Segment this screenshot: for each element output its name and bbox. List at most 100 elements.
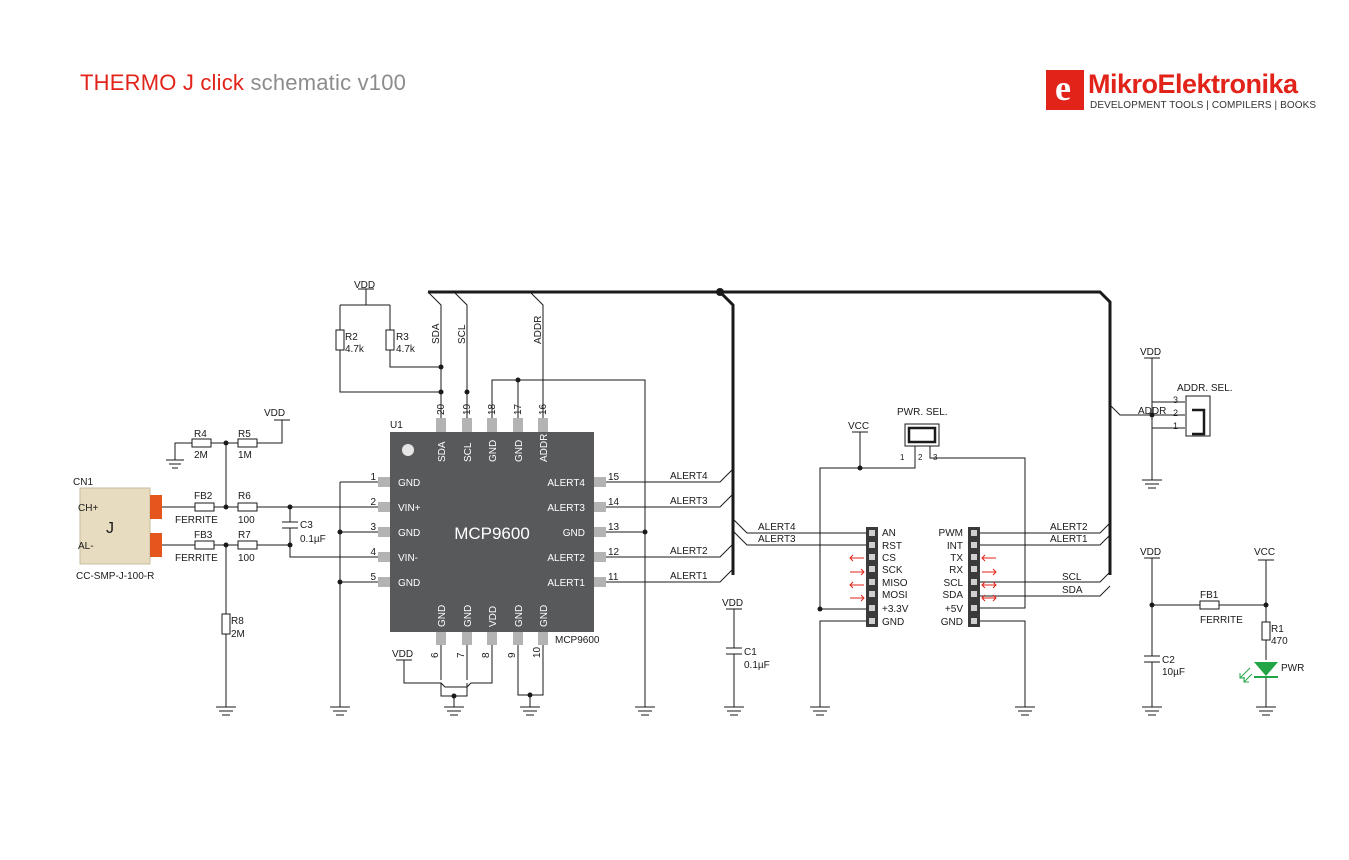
pwr-sel-label: PWR. SEL. xyxy=(897,407,948,418)
c3-label: C3 xyxy=(300,520,313,531)
pwr-led-wires xyxy=(1152,560,1267,707)
alert3-header-wire xyxy=(732,530,860,546)
ch-plus-label: CH+ xyxy=(78,503,98,514)
alert2-header-label: ALERT2 xyxy=(1050,522,1088,533)
header-left-pin-label: RST xyxy=(882,541,902,552)
chip-pin-name: GND xyxy=(488,440,499,462)
chip-pin-number: 4 xyxy=(370,547,376,558)
pwr-led-icon xyxy=(1254,662,1278,676)
addr-sel-wire xyxy=(1109,404,1185,416)
header-right-pin-label: TX xyxy=(950,553,963,564)
vdd-bottom-wires xyxy=(403,645,493,707)
chip-pin-name: GND xyxy=(514,605,525,627)
fb3-ferrite xyxy=(194,540,215,550)
sda-header-label: SDA xyxy=(1062,585,1083,596)
ground-icon xyxy=(216,706,236,716)
cn1-part: CC-SMP-J-100-R xyxy=(76,571,154,582)
chip-pin-number: 8 xyxy=(481,652,492,658)
chip-pin-name: ALERT1 xyxy=(547,578,585,589)
company-logo: e MikroElektronika DEVELOPMENT TOOLS | C… xyxy=(1046,68,1316,114)
ground-icon xyxy=(1256,706,1276,716)
r6-resistor xyxy=(237,502,258,512)
sda-bus-label: SDA xyxy=(431,323,442,344)
chip-pin-number: 12 xyxy=(608,547,620,558)
addr-sel-pin3: 3 xyxy=(1173,395,1178,405)
cn1-label: CN1 xyxy=(73,477,93,488)
bus-line-top xyxy=(428,290,1112,575)
r6-value: 100 xyxy=(238,515,255,526)
chip-pin-name: VIN+ xyxy=(398,503,421,514)
arrow-left-icon xyxy=(849,554,864,562)
chip-pin-number: 9 xyxy=(507,652,518,658)
chip-pin-number: 14 xyxy=(608,497,620,508)
logo-badge-letter: e xyxy=(1055,68,1071,108)
top-gnd-wire xyxy=(491,379,646,707)
pin1-marker-icon xyxy=(402,444,414,456)
addr-sel-link xyxy=(1192,408,1206,436)
addr-wire xyxy=(529,291,544,405)
thermocouple-type: J xyxy=(106,520,114,537)
scl-header-label: SCL xyxy=(1062,572,1082,583)
alert4-wire xyxy=(606,468,734,483)
r3-value: 4.7k xyxy=(396,344,416,355)
page-title: THERMO J click schematic v100 xyxy=(80,70,406,96)
fb3-label: FB3 xyxy=(194,530,213,541)
fb3-value: FERRITE xyxy=(175,553,218,564)
r7-resistor xyxy=(237,540,258,550)
bias-wires xyxy=(174,420,283,460)
alert4-header-label: ALERT4 xyxy=(758,522,796,533)
chip-pin-number: 1 xyxy=(370,472,376,483)
r6-label: R6 xyxy=(238,491,251,502)
alert1-wire xyxy=(606,568,734,583)
r4-resistor xyxy=(191,438,212,448)
arrow-right-icon xyxy=(850,568,865,576)
alert3-wire xyxy=(606,493,734,508)
r2-value: 4.7k xyxy=(345,344,365,355)
chip-pin-name: SCL xyxy=(463,442,474,462)
chip-pin-name: GND xyxy=(463,605,474,627)
r1-label: R1 xyxy=(1271,624,1284,635)
chip-pin-number: 19 xyxy=(462,403,473,415)
addr-sel-jumper xyxy=(1185,395,1211,437)
vdd-label: VDD xyxy=(1140,547,1161,558)
header-left-pin-label: SCK xyxy=(882,565,903,576)
ground-icon xyxy=(724,706,744,716)
arrow-left-icon xyxy=(981,554,996,562)
alert1-header-wire xyxy=(985,534,1111,546)
r2-label: R2 xyxy=(345,332,358,343)
chip-pin-number: 16 xyxy=(538,403,549,415)
header-right-pin-label: GND xyxy=(941,617,963,628)
left-gnd-rail xyxy=(339,481,378,707)
mikrobus-right-header xyxy=(968,527,980,627)
header-right-pin-label: PWM xyxy=(939,528,963,539)
r8-value: 2M xyxy=(231,629,245,640)
ch-plus-terminal xyxy=(150,495,162,519)
c2-capacitor xyxy=(1144,558,1160,707)
chip-pin-name: VDD xyxy=(488,606,499,627)
chip-pin-number: 13 xyxy=(608,522,620,533)
top-pin-stubs xyxy=(440,405,544,418)
vcc-label: VCC xyxy=(1254,547,1275,558)
pwr-sel-pin1: 1 xyxy=(900,453,905,462)
alert2-wire xyxy=(606,543,734,558)
fb1-label: FB1 xyxy=(1200,590,1219,601)
pwr-sel-jumper xyxy=(904,423,940,447)
chip-pin-name: SDA xyxy=(437,441,448,462)
vdd-label: VDD xyxy=(392,649,413,660)
left-header-gnd xyxy=(819,620,860,707)
chip-pin-number: 17 xyxy=(513,403,524,415)
c1-value: 0.1µF xyxy=(744,660,770,671)
header-pins xyxy=(869,530,977,624)
ground-icon xyxy=(330,706,350,716)
header-right-pin-label: SDA xyxy=(942,590,963,601)
alert4-header-wire xyxy=(732,518,860,534)
chip-pin-name: ALERT3 xyxy=(547,503,585,514)
sda-wire xyxy=(427,291,442,405)
r1-resistor xyxy=(1261,621,1271,641)
al-minus-label: AL- xyxy=(78,541,94,552)
chip-name: MCP9600 xyxy=(454,524,530,543)
ground-icon xyxy=(444,706,464,716)
chip-pin-number: 18 xyxy=(487,403,498,415)
chip-pin-name: ALERT2 xyxy=(547,553,585,564)
r2-resistor xyxy=(335,329,345,351)
